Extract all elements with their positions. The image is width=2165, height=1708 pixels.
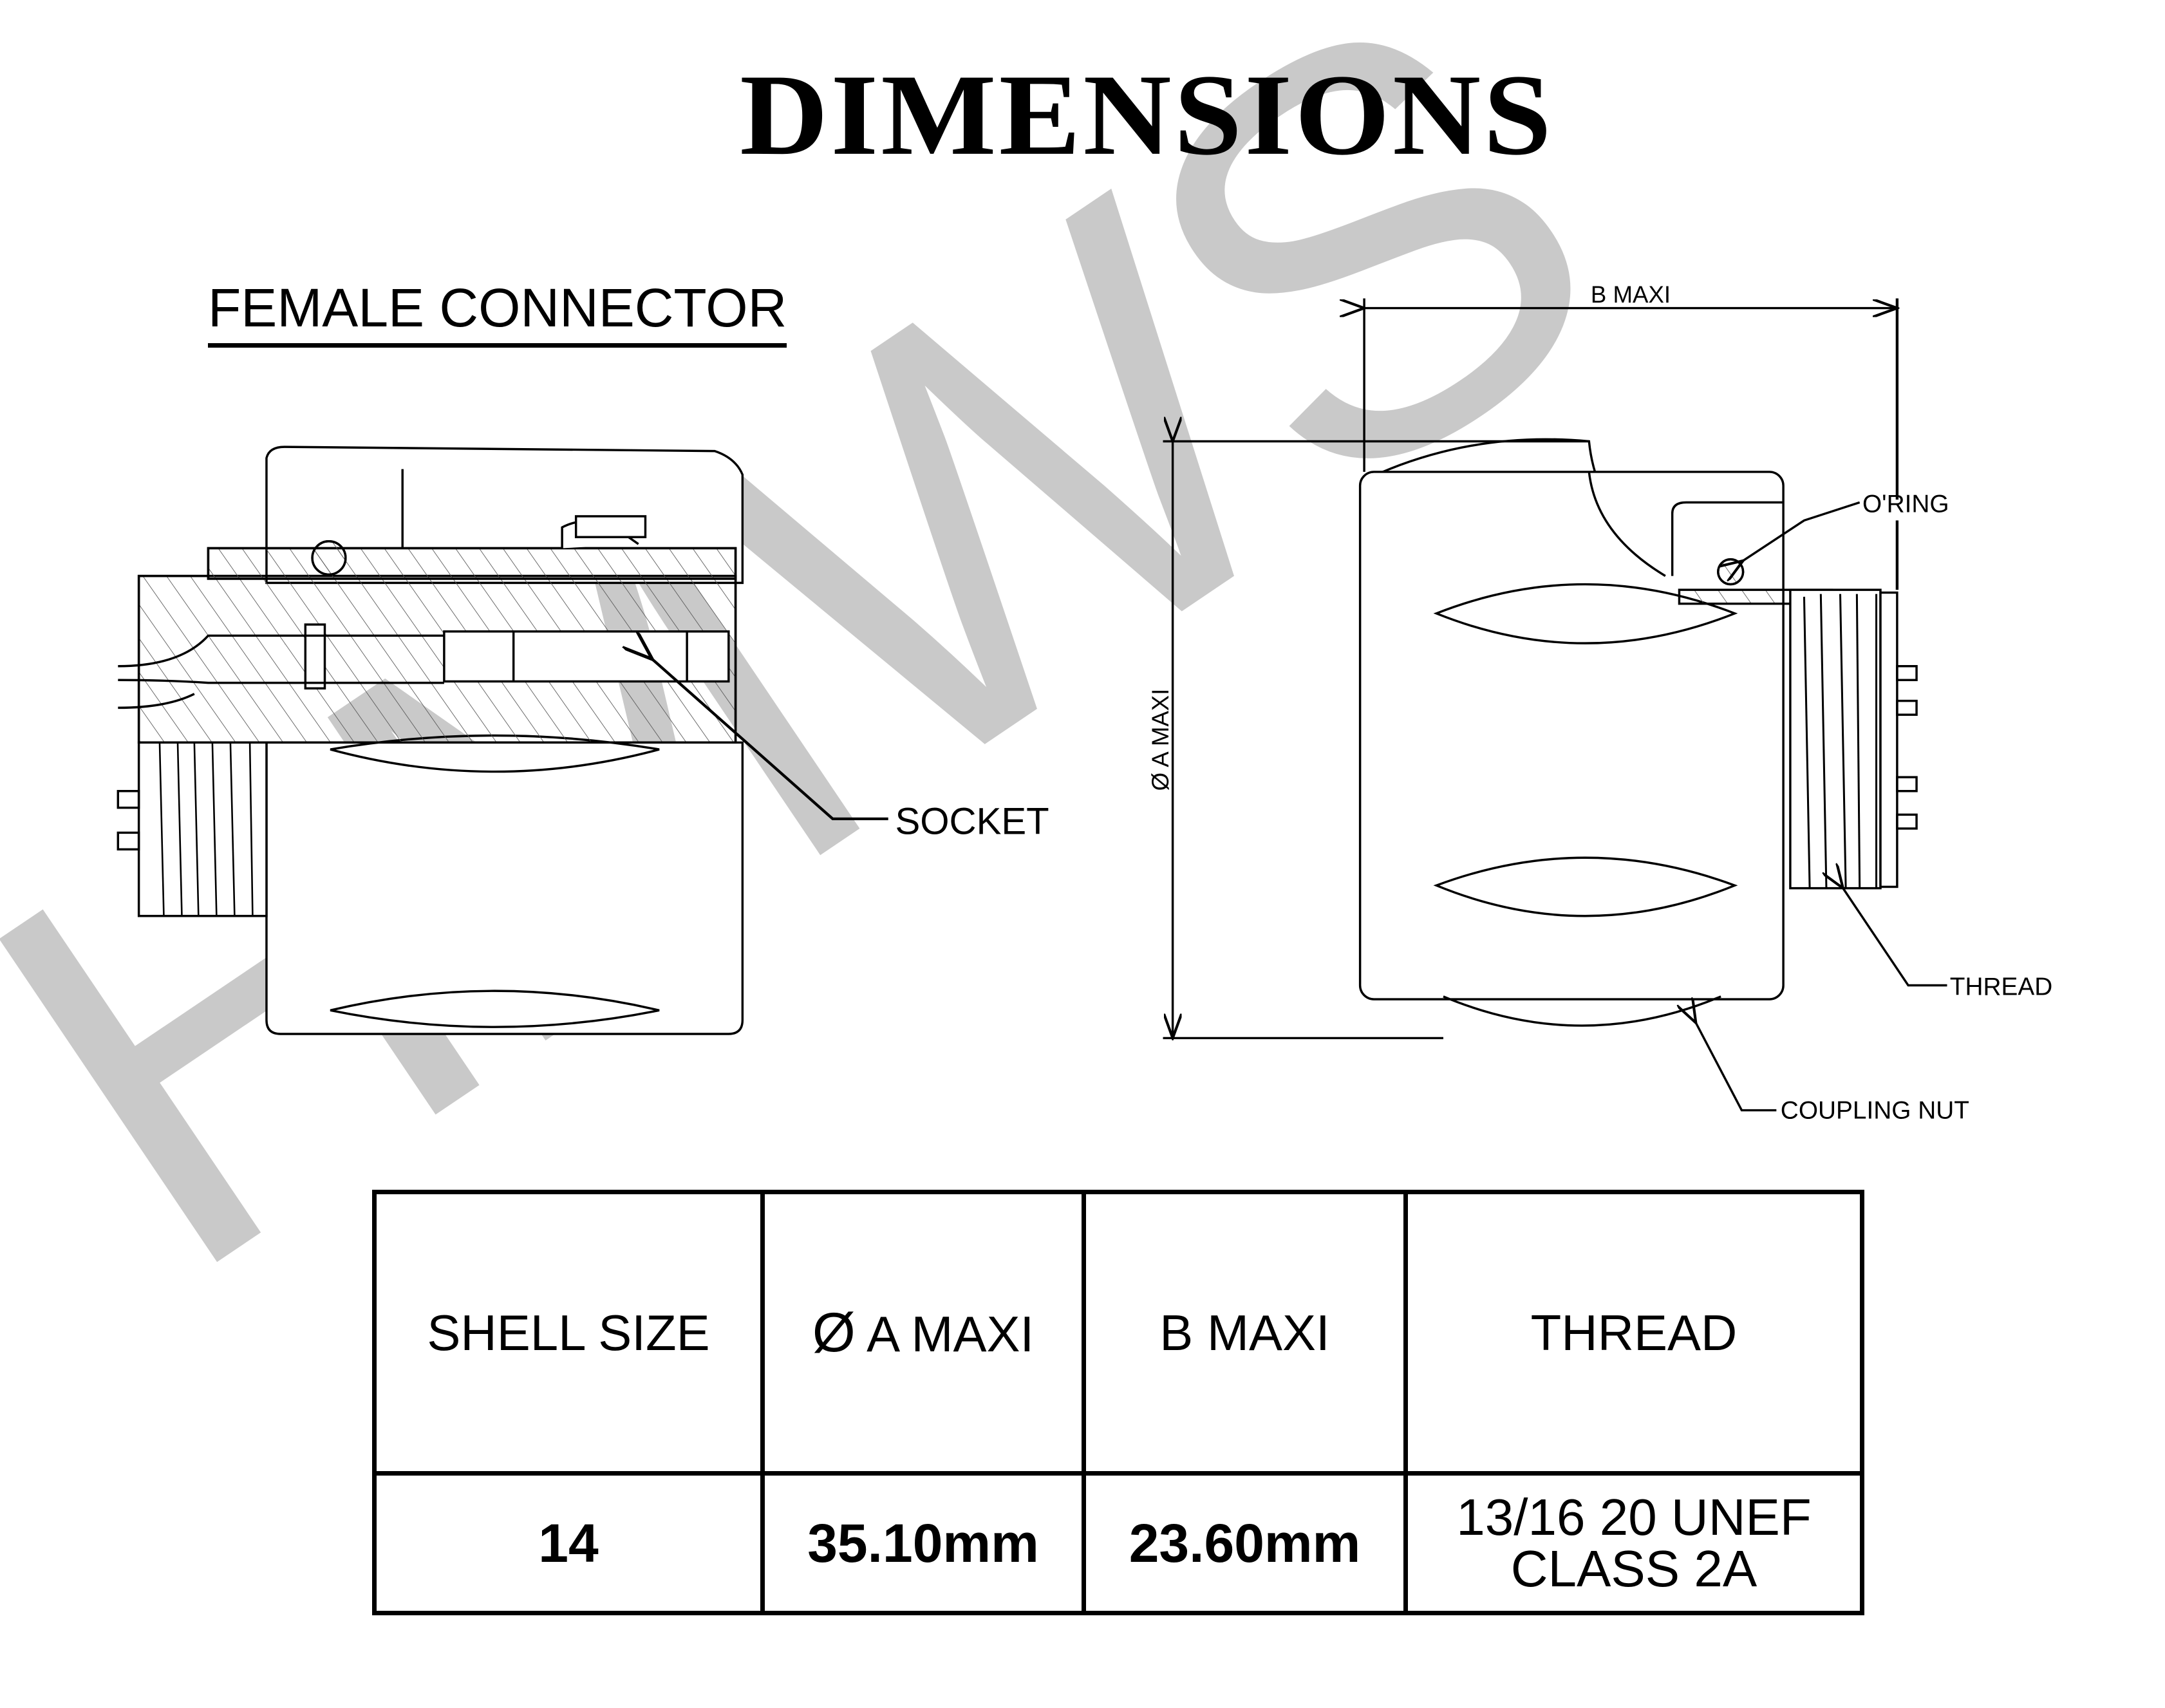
a-maxi-label: Ø A MAXI <box>1147 689 1174 791</box>
thread-label: THREAD <box>1950 973 2053 1001</box>
cell-shell-size: 14 <box>372 1471 765 1615</box>
socket-label: SOCKET <box>895 801 1049 843</box>
dimension-table: SHELL SIZE Ø A MAXI B MAXI THREAD 14 35.… <box>372 1190 1864 1615</box>
dimension-b-maxi: B MAXI <box>1364 281 1897 590</box>
section-title: FEMALE CONNECTOR <box>208 277 787 348</box>
female-connector-section-view: SOCKET <box>117 446 1049 1035</box>
thread-line-1: 13/16 20 UNEF <box>1456 1488 1812 1546</box>
connector-side-view <box>1358 438 1918 1027</box>
thread-line-2: CLASS 2A <box>1510 1540 1757 1597</box>
header-b-maxi: B MAXI <box>1082 1190 1408 1476</box>
header-a-maxi-text: A MAXI <box>867 1305 1035 1362</box>
cell-b-maxi: 23.60mm <box>1082 1471 1408 1615</box>
b-maxi-label: B MAXI <box>1591 281 1671 308</box>
callouts: O'RING THREAD COUPLING NUT <box>1696 490 2052 1124</box>
diameter-symbol: Ø <box>812 1301 856 1364</box>
dimension-a-maxi: Ø A MAXI <box>1147 442 1589 1038</box>
header-shell-size: SHELL SIZE <box>372 1190 765 1476</box>
coupling-nut-label: COUPLING NUT <box>1781 1096 1969 1124</box>
oring-label: O'RING <box>1862 490 1949 518</box>
header-thread: THREAD <box>1403 1190 1864 1476</box>
header-a-maxi: Ø A MAXI <box>760 1190 1086 1476</box>
table-header-row: SHELL SIZE Ø A MAXI B MAXI THREAD <box>372 1190 1864 1476</box>
page-title: DIMENSIONS <box>740 51 1554 180</box>
cell-a-maxi: 35.10mm <box>760 1471 1086 1615</box>
